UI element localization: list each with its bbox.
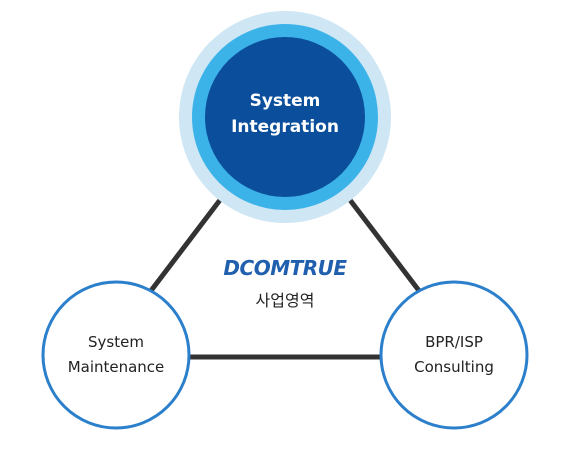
node-top-label-line1: System <box>250 91 321 111</box>
node-top-label-line2: Integration <box>231 117 339 137</box>
connector-top-right <box>347 197 423 295</box>
connectors <box>147 197 423 360</box>
node-bpr-isp-consulting: BPR/ISP Consulting <box>379 280 529 430</box>
node-right-label-line2: Consulting <box>414 358 494 376</box>
connector-top-left <box>147 197 223 295</box>
node-right-circle <box>379 280 529 430</box>
node-left-circle <box>41 280 191 430</box>
brand-block: DCOMTRUE 사업영역 <box>223 256 347 310</box>
node-system-integration: System Integration <box>179 11 391 223</box>
brand-logo: DCOMTRUE <box>223 256 347 280</box>
node-top-core <box>205 37 365 197</box>
brand-subtitle: 사업영역 <box>256 291 315 310</box>
node-left-label-line2: Maintenance <box>68 358 165 376</box>
node-system-maintenance: System Maintenance <box>41 280 191 430</box>
node-left-label-line1: System <box>88 333 144 351</box>
node-right-label-line1: BPR/ISP <box>425 333 483 351</box>
